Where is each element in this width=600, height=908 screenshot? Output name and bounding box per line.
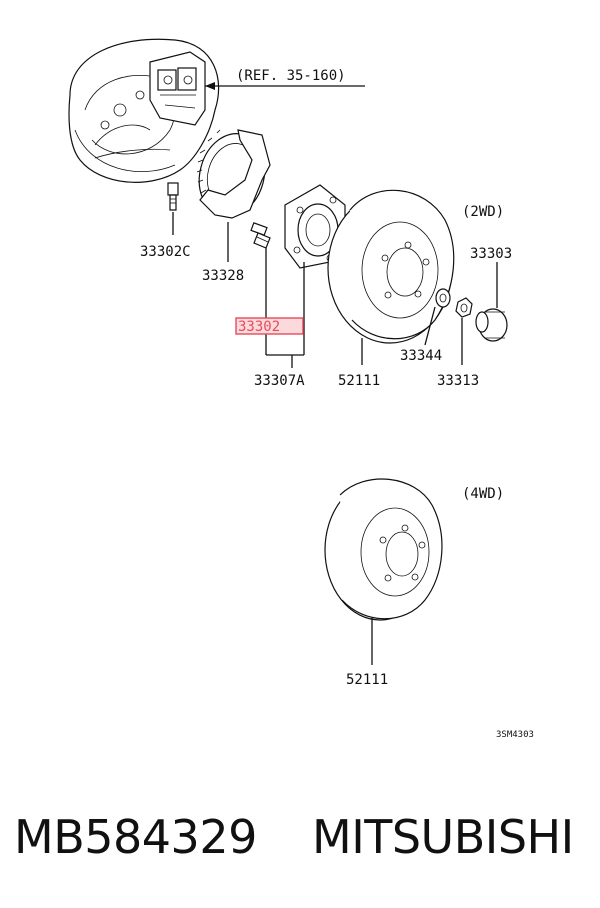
label-33313: 33313 bbox=[437, 373, 479, 389]
variant-2wd-label: (2WD) bbox=[462, 204, 504, 220]
hub-bolt-33302 bbox=[250, 222, 271, 249]
sensor-rotor-33328 bbox=[196, 129, 271, 219]
ref-arrowhead bbox=[205, 82, 215, 90]
brake-disc-2wd bbox=[327, 189, 455, 344]
label-33303: 33303 bbox=[470, 246, 512, 262]
part-footer: MB584329 MITSUBISHI bbox=[0, 800, 600, 880]
label-33328: 33328 bbox=[202, 268, 244, 284]
label-52111-bottom: 52111 bbox=[346, 672, 388, 688]
exploded-parts-diagram: (REF. 35-160) 33302C 33328 33302 333 bbox=[68, 38, 534, 740]
nut-33313 bbox=[455, 297, 473, 318]
brake-disc-4wd bbox=[324, 478, 443, 621]
drawing-code: 3SM4303 bbox=[496, 730, 534, 740]
label-33302: 33302 bbox=[238, 319, 280, 335]
ref-label: (REF. 35-160) bbox=[236, 68, 346, 84]
brake-caliper bbox=[149, 51, 206, 126]
label-33307A: 33307A bbox=[254, 373, 305, 389]
highlight-box-33302 bbox=[235, 317, 304, 335]
bolt-33302C bbox=[167, 182, 179, 211]
cap-33303 bbox=[475, 308, 508, 342]
brand-name: MITSUBISHI bbox=[312, 810, 574, 864]
variant-4wd-label: (4WD) bbox=[462, 486, 504, 502]
label-33344: 33344 bbox=[400, 348, 442, 364]
washer-33344 bbox=[435, 288, 451, 308]
label-33302C: 33302C bbox=[140, 244, 191, 260]
label-52111-top: 52111 bbox=[338, 373, 380, 389]
part-number: MB584329 bbox=[14, 810, 257, 864]
